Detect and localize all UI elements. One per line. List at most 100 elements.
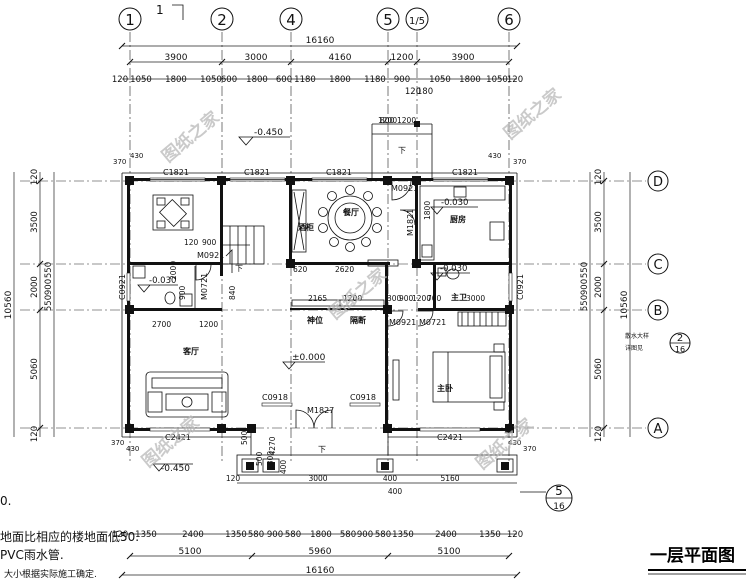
svg-text:120: 120 — [507, 530, 523, 540]
exterior-walls — [121, 172, 518, 438]
svg-text:900: 900 — [580, 279, 590, 295]
svg-text:430: 430 — [488, 152, 501, 160]
svg-text:1350: 1350 — [135, 530, 157, 540]
svg-text:2700: 2700 — [152, 320, 171, 329]
front-porch-down-label: 下 — [318, 445, 326, 454]
svg-text:500: 500 — [240, 430, 249, 445]
right-total-dim: 10560 — [620, 290, 630, 319]
axis-label-2: 2 — [217, 11, 227, 29]
svg-text:400: 400 — [383, 474, 398, 483]
svg-text:0.: 0. — [0, 494, 11, 508]
wine-cabinet — [291, 189, 307, 253]
svg-text:2: 2 — [677, 333, 683, 344]
watermark-2: 图纸之家 — [500, 84, 566, 144]
svg-text:840: 840 — [228, 285, 237, 300]
svg-text:900: 900 — [267, 530, 283, 540]
bottom-total-dim: 16160 — [306, 566, 335, 576]
svg-text:600: 600 — [221, 75, 237, 85]
window-c0918-b — [349, 402, 381, 407]
room-partition: 隔断 — [350, 315, 366, 325]
svg-text:370: 370 — [513, 158, 526, 166]
svg-text:5060: 5060 — [30, 358, 40, 380]
svg-text:5160: 5160 — [440, 474, 459, 483]
svg-text:1800: 1800 — [266, 451, 275, 470]
axis-bubbles-top: 1 2 4 5 1/5 6 1 — [118, 3, 521, 31]
svg-text:4270: 4270 — [268, 436, 277, 455]
svg-text:900: 900 — [394, 75, 410, 85]
windows — [126, 177, 513, 432]
axis-label-D: D — [653, 175, 663, 190]
window-c0918-a — [261, 402, 293, 407]
window-c2421-b — [419, 427, 481, 432]
svg-text:500: 500 — [255, 451, 264, 466]
svg-text:550: 550 — [44, 295, 54, 311]
svg-text:C0921: C0921 — [516, 274, 525, 300]
back-porch-down-label: 下 — [398, 146, 406, 155]
svg-text:C0918: C0918 — [262, 393, 288, 402]
svg-text:120: 120 — [507, 75, 523, 85]
svg-text:1050: 1050 — [486, 75, 508, 85]
axis-label-4: 4 — [286, 11, 296, 29]
bottom-dimensions: 120 1350 2400 1350 580 900 580 1800 580 … — [112, 530, 523, 579]
room-master-bedroom: 主卧 — [437, 383, 453, 393]
svg-text:900: 900 — [178, 285, 187, 300]
room-kitchen: 厨房 — [450, 214, 466, 224]
svg-text:C1821: C1821 — [326, 168, 352, 177]
svg-text:M1821: M1821 — [406, 209, 415, 236]
stair-down-label: 下 — [235, 264, 243, 273]
svg-text:3900: 3900 — [452, 53, 475, 63]
svg-text:1200: 1200 — [343, 294, 362, 303]
staircase: 下 — [221, 225, 265, 273]
svg-text:1800: 1800 — [246, 75, 268, 85]
svg-text:120: 120 — [184, 238, 199, 247]
shrine-partition — [291, 299, 385, 307]
axis-label-B: B — [654, 304, 663, 319]
room-living: 客厅 — [182, 346, 199, 356]
svg-text:地面比相应的楼地面低50.: 地面比相应的楼地面低50. — [0, 529, 139, 544]
svg-text:3900: 3900 — [165, 53, 188, 63]
axis-bubbles-right: D C B A — [647, 170, 669, 439]
svg-text:M1827: M1827 — [307, 406, 334, 415]
svg-text:C2421: C2421 — [165, 433, 191, 442]
axis-label-1: 1 — [125, 11, 135, 29]
room-wine-cabinet: 酒柜 — [298, 222, 314, 232]
sofa-set — [145, 371, 229, 418]
window-c2421-a — [149, 427, 211, 432]
watermark-4: 图纸之家 — [138, 412, 204, 472]
svg-text:M0921: M0921 — [197, 251, 224, 260]
window-c1821-d — [432, 177, 489, 182]
construction-notes: 0. 地面比相应的楼地面低50. PVC雨水管. 大小根据实际施工确定. — [0, 494, 139, 580]
svg-text:1200: 1200 — [199, 320, 218, 329]
svg-text:2400: 2400 — [182, 530, 204, 540]
svg-text:1200: 1200 — [412, 294, 431, 303]
window-c0921-right — [508, 272, 513, 302]
svg-text:C1821: C1821 — [452, 168, 478, 177]
svg-text:580: 580 — [248, 530, 264, 540]
svg-text:3000: 3000 — [466, 294, 485, 303]
svg-text:580: 580 — [340, 530, 356, 540]
svg-text:1200: 1200 — [397, 116, 416, 125]
svg-text:1800: 1800 — [329, 75, 351, 85]
interior-walls — [130, 181, 509, 428]
svg-text:3500: 3500 — [594, 211, 604, 233]
master-bed — [392, 343, 506, 411]
opening-labels: C1821 C1821 C1821 C1821 C0921 C0921 C091… — [118, 168, 525, 442]
svg-text:800: 800 — [380, 116, 395, 125]
svg-text:370: 370 — [523, 445, 536, 453]
svg-text:550: 550 — [44, 262, 54, 278]
svg-text:1050: 1050 — [429, 75, 451, 85]
svg-text:5: 5 — [555, 484, 563, 498]
svg-text:430: 430 — [508, 439, 521, 447]
svg-text:C0921: C0921 — [118, 274, 127, 300]
svg-text:2000: 2000 — [30, 276, 40, 298]
axis-label-C: C — [653, 258, 662, 273]
svg-text:430: 430 — [126, 445, 139, 453]
svg-text:3000: 3000 — [308, 474, 327, 483]
door-swings — [195, 180, 434, 429]
window-c1821-c — [311, 177, 368, 182]
svg-text:3000: 3000 — [245, 53, 268, 63]
svg-text:580: 580 — [285, 530, 301, 540]
svg-text:1050: 1050 — [130, 75, 152, 85]
room-dining: 餐厅 — [342, 207, 359, 217]
